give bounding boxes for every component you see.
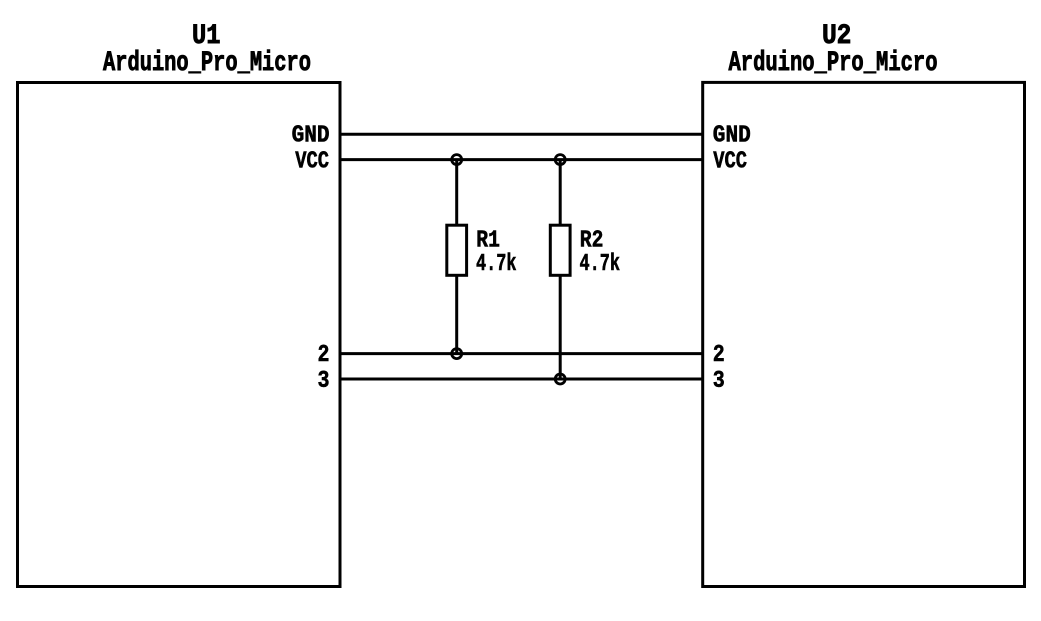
svg-text:U2: U2 bbox=[822, 21, 852, 52]
svg-text:R1: R1 bbox=[476, 228, 500, 255]
svg-text:Arduino_Pro_Micro: Arduino_Pro_Micro bbox=[729, 48, 938, 79]
svg-text:Arduino_Pro_Micro: Arduino_Pro_Micro bbox=[103, 48, 311, 79]
svg-text:U1: U1 bbox=[192, 21, 221, 52]
svg-text:3: 3 bbox=[713, 368, 725, 395]
svg-text:4.7k: 4.7k bbox=[476, 251, 517, 278]
svg-text:VCC: VCC bbox=[295, 148, 329, 175]
svg-text:2: 2 bbox=[318, 342, 330, 369]
svg-text:4.7k: 4.7k bbox=[580, 251, 621, 278]
svg-text:3: 3 bbox=[318, 368, 330, 395]
svg-text:2: 2 bbox=[713, 342, 725, 369]
svg-text:VCC: VCC bbox=[713, 148, 747, 175]
svg-text:GND: GND bbox=[713, 123, 751, 150]
svg-text:R2: R2 bbox=[580, 228, 604, 255]
svg-text:GND: GND bbox=[292, 123, 330, 150]
